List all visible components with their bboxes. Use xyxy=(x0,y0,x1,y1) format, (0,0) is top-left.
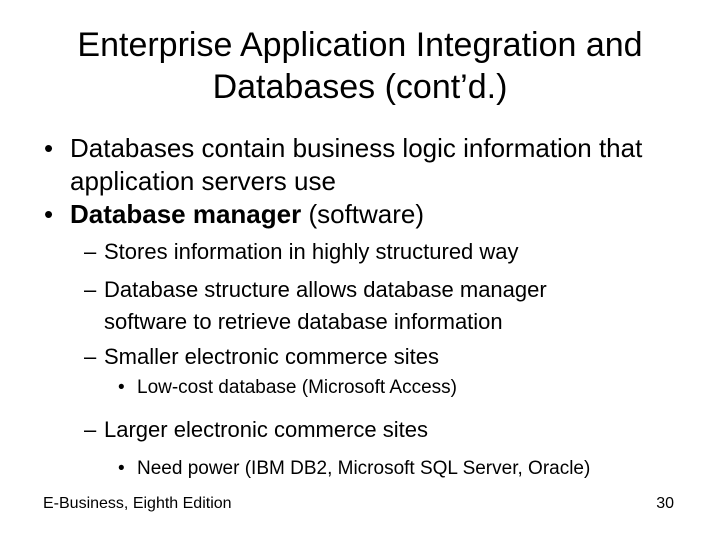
slide-body: • Databases contain business logic infor… xyxy=(0,132,720,484)
list-item: – Stores information in highly structure… xyxy=(0,236,720,268)
list-item-text: Databases contain business logic informa… xyxy=(70,133,643,196)
list-item-text: Smaller electronic commerce sites xyxy=(104,344,439,369)
list-item: – Smaller electronic commerce sites xyxy=(0,341,720,373)
list-item: – Larger electronic commerce sites xyxy=(0,414,720,446)
list-item: • Low-cost database (Microsoft Access) xyxy=(0,373,720,403)
regular-text: (software) xyxy=(301,199,425,229)
list-item-text: Larger electronic commerce sites xyxy=(104,417,429,442)
dash-icon: – xyxy=(84,417,97,442)
page-number: 30 xyxy=(656,495,674,512)
list-item: • Need power (IBM DB2, Microsoft SQL Ser… xyxy=(0,454,720,484)
list-item-text: Stores information in highly structured … xyxy=(104,239,519,264)
bold-term: Database manager xyxy=(70,199,302,229)
dash-icon: – xyxy=(84,344,97,369)
footer-course-title: E-Business, Eighth Edition xyxy=(43,495,232,512)
bullet-icon: • xyxy=(44,133,54,163)
dash-icon: – xyxy=(84,277,97,302)
list-item: • Databases contain business logic infor… xyxy=(0,132,720,198)
list-item-text: Database manager (software) xyxy=(70,198,424,231)
list-item-text: Need power (IBM DB2, Microsoft SQL Serve… xyxy=(137,458,591,479)
list-item: • Database manager (software) xyxy=(0,198,720,231)
bullet-icon: • xyxy=(44,199,54,229)
list-item: – Database structure allows database man… xyxy=(0,274,720,338)
slide-title: Enterprise Application Integration and D… xyxy=(77,26,643,106)
list-item-text: Database structure allows database manag… xyxy=(104,277,547,334)
dash-icon: – xyxy=(84,239,97,264)
list-item-text: Low-cost database (Microsoft Access) xyxy=(137,377,457,398)
bullet-icon: • xyxy=(118,458,125,479)
bullet-icon: • xyxy=(118,377,125,398)
